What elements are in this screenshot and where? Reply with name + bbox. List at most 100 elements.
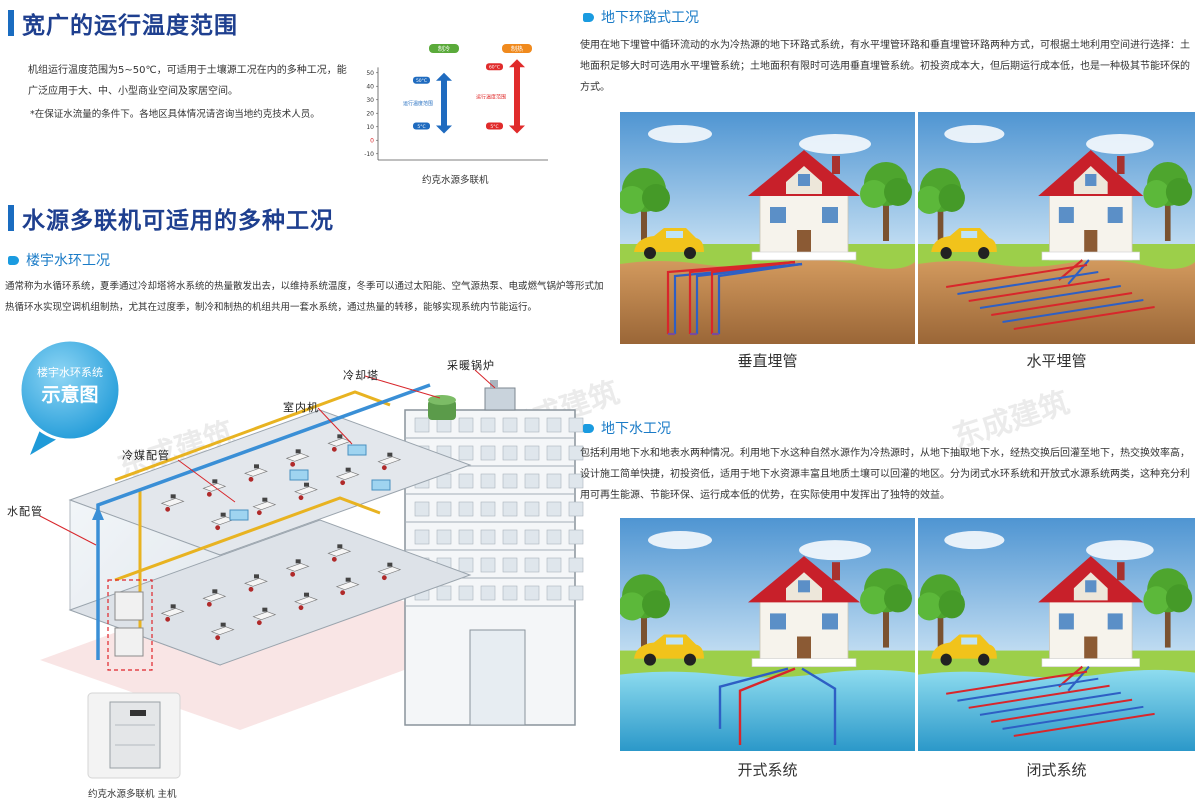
car-wheel xyxy=(644,653,656,666)
monitor xyxy=(295,559,301,564)
max-badge xyxy=(486,63,503,71)
return-pipe xyxy=(718,667,789,729)
tower-window xyxy=(502,417,518,433)
tower-window xyxy=(524,585,540,601)
tower-window xyxy=(458,445,474,461)
water-source-unit xyxy=(114,627,144,657)
tree-foliage xyxy=(642,184,670,212)
lower-floor-plane xyxy=(68,519,472,666)
tower-window xyxy=(458,529,474,545)
tower-window xyxy=(502,557,518,573)
y-tick-label: 40 xyxy=(366,83,374,90)
chimney xyxy=(832,562,840,581)
category-label: 制冷 xyxy=(438,45,450,53)
window xyxy=(798,174,810,186)
tower-window xyxy=(458,417,474,433)
window xyxy=(770,613,786,630)
chair xyxy=(340,480,346,486)
vertical-ground-loop-illustration xyxy=(620,112,915,344)
car-body xyxy=(931,228,997,252)
cloud xyxy=(799,134,871,154)
car-wheel xyxy=(940,653,952,666)
tower-floors xyxy=(405,417,584,607)
water-pipe xyxy=(96,383,431,660)
window xyxy=(1058,613,1074,630)
return-pipe xyxy=(979,285,1121,309)
return-pipe xyxy=(1002,299,1144,323)
closed-system-illustration xyxy=(918,518,1195,751)
subheading-marker-icon xyxy=(583,13,594,22)
window xyxy=(822,613,838,630)
tower-window xyxy=(480,585,496,601)
chair xyxy=(298,495,304,501)
desk xyxy=(285,563,310,572)
supply-pipe xyxy=(1013,712,1155,737)
horizontal-ground-loop-illustration xyxy=(918,112,1195,344)
min-label: 5°C xyxy=(490,124,498,130)
fence xyxy=(751,251,857,261)
leader-line xyxy=(177,459,236,503)
chimney xyxy=(1117,562,1125,581)
supply-pipe xyxy=(991,698,1133,723)
desk xyxy=(285,453,310,462)
fence xyxy=(751,658,857,667)
desk xyxy=(244,578,268,587)
y-tick-label: 20 xyxy=(366,110,374,117)
desk-group xyxy=(160,434,402,641)
tree-foliage xyxy=(642,590,670,619)
chair xyxy=(248,476,254,482)
tower-window xyxy=(480,417,496,433)
indoor-unit xyxy=(289,469,309,481)
cooling-tower xyxy=(428,400,456,420)
tower-window xyxy=(502,473,518,489)
cloud xyxy=(648,531,712,550)
max-badge xyxy=(413,76,430,84)
tower-window xyxy=(568,417,584,433)
house-body xyxy=(759,595,849,668)
soil-layer xyxy=(620,259,915,344)
tower-window xyxy=(546,501,562,517)
boiler xyxy=(484,387,516,411)
chair xyxy=(298,605,304,611)
tower-window xyxy=(458,585,474,601)
subheading-building-loop: 楼宇水环工况 xyxy=(26,253,110,269)
desk xyxy=(377,566,402,575)
desk xyxy=(377,456,402,465)
desk xyxy=(210,626,235,635)
monitor xyxy=(262,497,268,502)
min-label: 5°C xyxy=(417,124,425,130)
chimney xyxy=(1117,156,1125,174)
range-label: 运行温度范围 xyxy=(476,93,506,100)
supply-pipe xyxy=(738,667,796,745)
chair xyxy=(215,525,221,531)
chimney xyxy=(832,156,840,174)
return-pipe xyxy=(957,677,1099,702)
tower-window xyxy=(414,417,430,433)
desk xyxy=(202,593,227,602)
window xyxy=(1085,174,1097,186)
monitor xyxy=(170,494,176,499)
monitor xyxy=(212,589,218,594)
tower-window xyxy=(546,557,562,573)
unit-highlight-box xyxy=(107,579,153,671)
range-arrow-head xyxy=(509,125,525,134)
tower-window xyxy=(568,445,584,461)
tower-entrance xyxy=(469,629,526,726)
supply-pipe xyxy=(946,264,1088,288)
monitor xyxy=(212,479,218,484)
tower-window xyxy=(436,501,452,517)
car-wheel xyxy=(978,653,990,666)
chair xyxy=(206,491,212,497)
monitor xyxy=(295,449,301,454)
car-wheel xyxy=(644,247,656,259)
category-header xyxy=(502,44,532,53)
label-indoor-unit: 室内机 xyxy=(283,401,319,414)
monitor xyxy=(304,592,309,597)
cloud xyxy=(648,125,712,143)
cloud xyxy=(799,540,871,561)
tower-window xyxy=(502,501,518,517)
return-pipe xyxy=(1067,259,1090,285)
return-pipe xyxy=(957,271,1099,295)
cloud xyxy=(944,125,1005,143)
tree-foliage xyxy=(884,178,912,206)
